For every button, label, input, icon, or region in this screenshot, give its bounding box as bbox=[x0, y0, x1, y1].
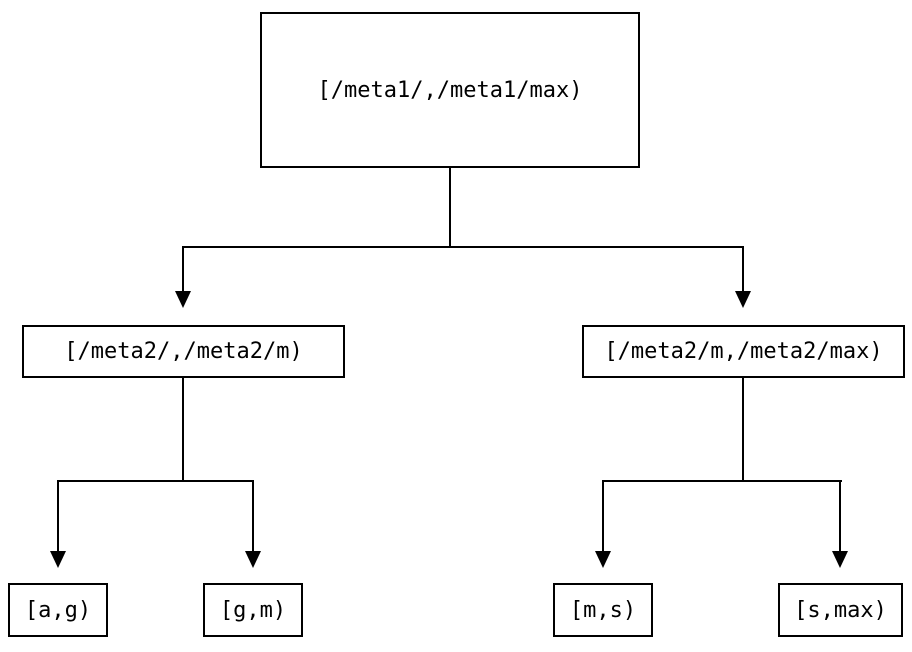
arrow-down-icon bbox=[245, 551, 261, 568]
node-root-meta1-range: [/meta1/,/meta1/max) bbox=[260, 12, 640, 168]
connector-leaf-gm-drop bbox=[252, 480, 254, 551]
node-meta2-left-range: [/meta2/,/meta2/m) bbox=[22, 325, 345, 378]
connector-right-crossbar bbox=[602, 480, 842, 482]
connector-root-stem bbox=[449, 168, 451, 248]
arrow-down-icon bbox=[175, 291, 191, 308]
connector-left-crossbar bbox=[57, 480, 254, 482]
connector-level1-crossbar bbox=[182, 246, 744, 248]
connector-leaf-ms-drop bbox=[602, 480, 604, 551]
arrow-down-icon bbox=[735, 291, 751, 308]
connector-leaf-ag-drop bbox=[57, 480, 59, 551]
node-leaf-range-ag: [a,g) bbox=[8, 583, 108, 637]
connector-left-drop bbox=[182, 246, 184, 291]
arrow-down-icon bbox=[595, 551, 611, 568]
node-leaf-range-smax: [s,max) bbox=[778, 583, 903, 637]
connector-left-stem bbox=[182, 378, 184, 482]
connector-right-drop bbox=[742, 246, 744, 291]
arrow-down-icon bbox=[832, 551, 848, 568]
connector-leaf-smax-drop bbox=[839, 480, 841, 551]
node-leaf-range-gm: [g,m) bbox=[203, 583, 303, 637]
node-meta2-right-range: [/meta2/m,/meta2/max) bbox=[582, 325, 905, 378]
arrow-down-icon bbox=[50, 551, 66, 568]
connector-right-stem bbox=[742, 378, 744, 482]
node-leaf-range-ms: [m,s) bbox=[553, 583, 653, 637]
